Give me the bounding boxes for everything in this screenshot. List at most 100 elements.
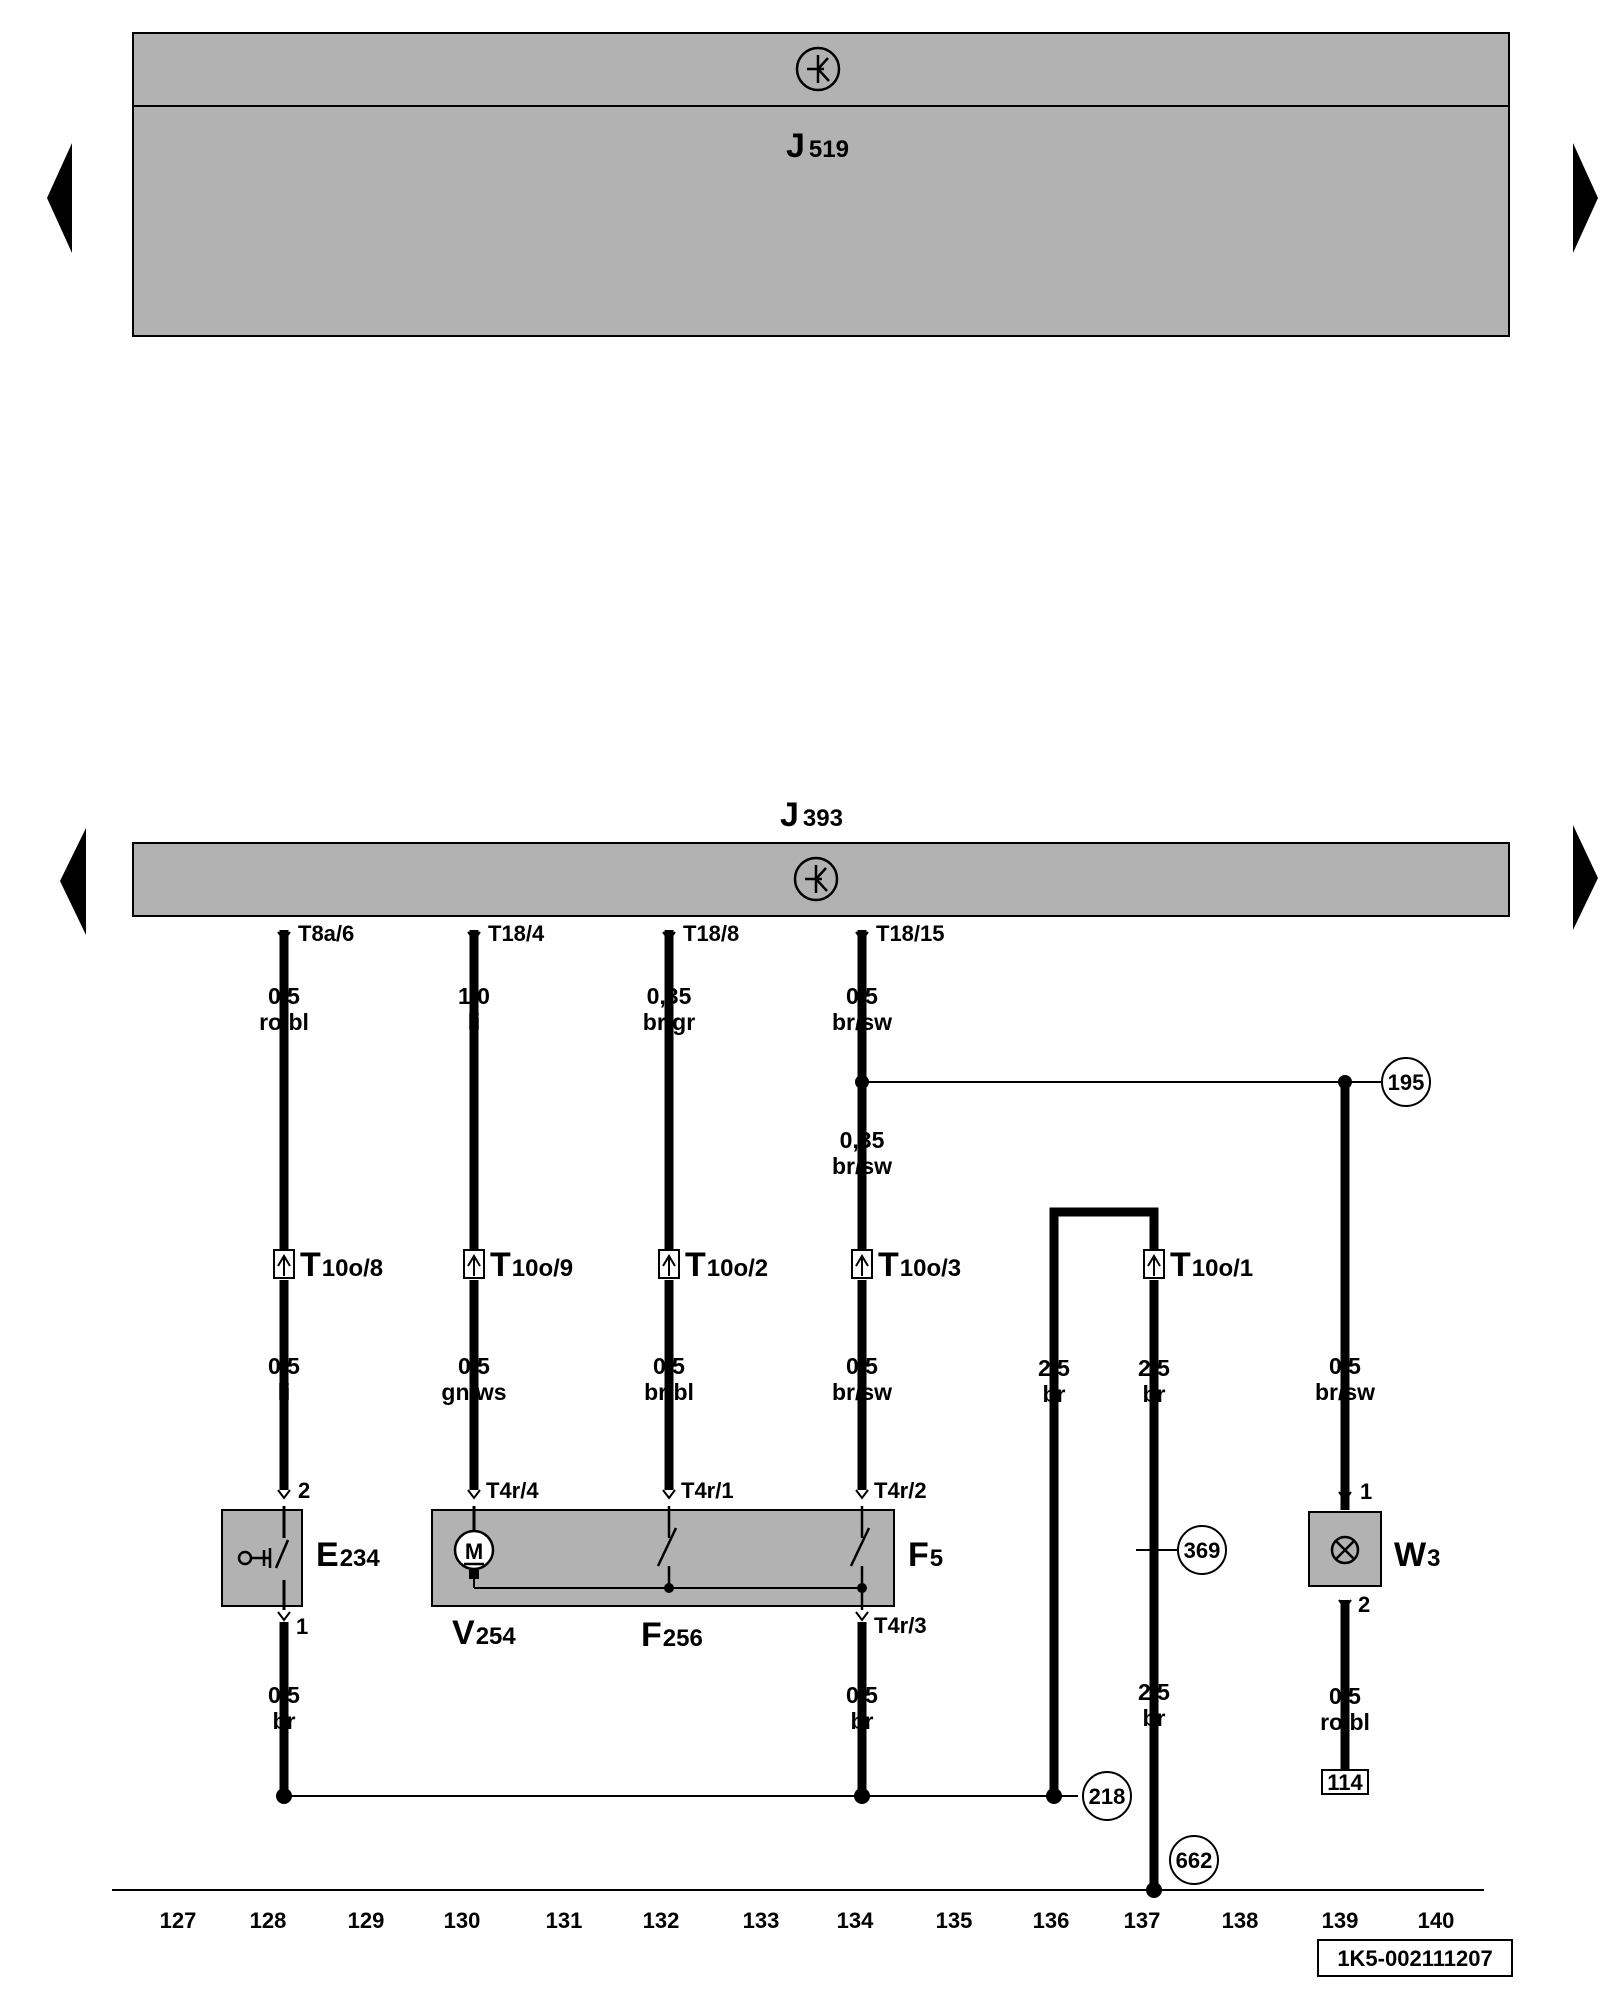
pin-arrow-icon [662,931,676,942]
current-track-number: 127 [160,1908,197,1933]
wire-size-label: 0,5 [268,983,300,1009]
current-track-number: 129 [348,1908,385,1933]
control-unit-symbol-icon [793,856,839,902]
document-number-box [1317,1939,1513,1977]
right-arrow-icon[interactable] [1573,825,1598,930]
right-arrow-icon[interactable] [1573,143,1598,253]
current-track-number: 130 [444,1908,481,1933]
current-track-number: 132 [643,1908,680,1933]
wire-size-label: 0,5 [846,1682,878,1708]
component-v254-label: V254 [452,1614,516,1652]
component-f5-label: F5 [908,1536,943,1574]
pin-arrow-icon [855,931,869,942]
wire-color-label: br [273,1708,296,1734]
wire-color-label: br/sw [1315,1379,1375,1405]
wire-size-label: 0,5 [268,1353,300,1379]
svg-text:195: 195 [1388,1070,1425,1095]
pin-label: T4r/1 [681,1478,734,1503]
junction-dot [857,1583,867,1593]
pin-label: 1 [296,1614,308,1639]
key-switch-icon [237,1539,290,1569]
reference-662[interactable]: 662 [1169,1835,1219,1885]
pin-arrow-icon [662,1489,676,1500]
motor-icon: M [453,1529,495,1571]
control-unit-j519-frame [132,32,1510,337]
junction-dot [854,1788,870,1804]
left-arrow-icon[interactable] [60,828,86,935]
wire-size-label: 0,5 [846,1353,878,1379]
wire-color-label: br [1043,1381,1066,1407]
wire-color-label: br/sw [832,1379,892,1405]
wire-color-label: gn/ws [441,1379,506,1405]
pin-label: 1 [1360,1479,1372,1504]
wire-size-label: 1,0 [458,983,490,1009]
connector-t10o-1: T10o/1 [1143,1246,1253,1284]
wire-size-label: 2,5 [1138,1679,1170,1705]
pin-label: 2 [1358,1592,1370,1617]
svg-text:114: 114 [1327,1770,1363,1795]
current-track-number: 131 [546,1908,583,1933]
wire-color-label: br/sw [832,1009,892,1035]
wire-color-label: li [468,1009,481,1035]
reference-114[interactable]: 114 [1321,1769,1369,1795]
junction-dot [1046,1788,1062,1804]
wire-color-label: br [1143,1705,1166,1731]
connector-t10o-9: T10o/9 [463,1246,573,1284]
junction-dot [664,1583,674,1593]
pin-arrow-icon [277,931,291,942]
pin-arrow-icon [277,1489,291,1500]
wire-color-label: br/sw [832,1153,892,1179]
pin-arrow-icon [277,1611,291,1622]
left-arrow-icon[interactable] [47,143,72,253]
pin-label: T4r/2 [874,1478,927,1503]
pin-label: T4r/3 [874,1613,927,1638]
component-w3-label: W3 [1394,1536,1440,1574]
wire-size-label: 0,5 [653,1353,685,1379]
svg-text:M: M [465,1539,483,1564]
wire-size-label: 0,5 [458,1353,490,1379]
current-track-number: 133 [743,1908,780,1933]
connector-label: T10o/9 [490,1246,573,1284]
wire-size-label: 0,5 [846,983,878,1009]
wire-color-label: ro/bl [259,1009,309,1035]
pin-arrow-icon [855,1611,869,1622]
svg-text:369: 369 [1184,1538,1221,1563]
current-track-number: 135 [936,1908,973,1933]
connector-label: T10o/3 [878,1246,961,1284]
reference-369[interactable]: 369 [1177,1525,1227,1575]
wire-color-label: br/bl [644,1379,694,1405]
wire-size-label: 0,35 [647,983,692,1009]
wire-136-loop [1049,1207,1159,1796]
wire-color-label: li [278,1379,291,1405]
pin-arrow-icon [1338,1491,1352,1502]
connector-label: T10o/1 [1170,1246,1253,1284]
pin-label: 2 [298,1478,310,1503]
current-track-number: 128 [250,1908,287,1933]
pin-label: T8a/6 [298,921,354,946]
wire-size-label: 0,5 [268,1682,300,1708]
wire-color-label: ro/bl [1320,1709,1370,1735]
junction-dot [276,1788,292,1804]
connector-t10o-3: T10o/3 [851,1246,961,1284]
pin-arrow-icon [1338,1599,1352,1610]
wire-size-label: 0,5 [1329,1683,1361,1709]
pin-label: T18/8 [683,921,739,946]
document-number: 1K5-002111207 [1337,1946,1492,1971]
pin-label: T18/15 [876,921,945,946]
component-f256-label: F256 [641,1616,703,1654]
current-track-number: 140 [1418,1908,1455,1933]
connector-label: T10o/8 [300,1246,383,1284]
wire-size-label: 2,5 [1138,1355,1170,1381]
current-track-number: 134 [837,1908,874,1933]
reference-195[interactable]: 195 [1381,1057,1431,1107]
connector-label: T10o/2 [685,1246,768,1284]
pin-arrow-icon [467,1489,481,1500]
current-track-number: 137 [1124,1908,1161,1933]
wire-size-label: 0,5 [1329,1353,1361,1379]
reference-218[interactable]: 218 [1082,1771,1132,1821]
wire-size-label: 2,5 [1038,1355,1070,1381]
